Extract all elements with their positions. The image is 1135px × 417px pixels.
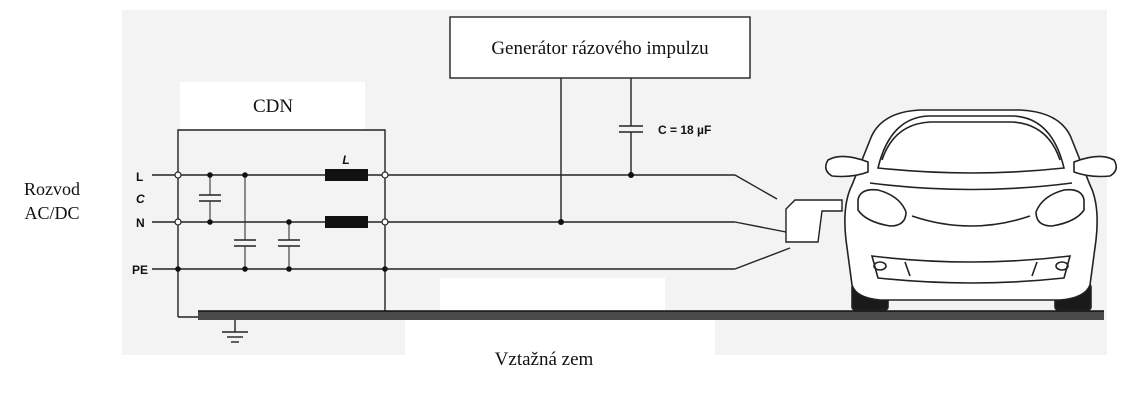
- cdn-label: CDN: [253, 96, 293, 117]
- terminal-l-out: [381, 171, 389, 179]
- supply-label-line2: AC/DC: [24, 203, 79, 223]
- capacitor-value-label: C = 18 µF: [658, 123, 711, 137]
- earth-ground-icon: [222, 320, 248, 343]
- car-front-icon: [824, 109, 1118, 311]
- line-n-label: N: [136, 216, 145, 230]
- cable-pe: [734, 247, 791, 270]
- reference-ground-label: Vztažná zem: [495, 349, 594, 370]
- terminal-l-in: [174, 171, 182, 179]
- line-pe-label: PE: [132, 263, 148, 277]
- blank-area: [440, 278, 665, 316]
- generator-label: Generátor rázového impulzu: [491, 38, 709, 59]
- inductor-label: L: [342, 153, 349, 167]
- reference-ground-plane: [198, 311, 1104, 320]
- cable-n: [734, 221, 787, 233]
- generator-box: [449, 16, 751, 79]
- cdn-label-area: [180, 82, 365, 130]
- cap-c-label: C: [136, 192, 145, 206]
- line-l-label: L: [136, 170, 143, 184]
- inductor-l: [325, 169, 368, 181]
- caption-area: [405, 318, 715, 358]
- supply-label-line1: Rozvod: [24, 179, 80, 199]
- inductor-n: [325, 216, 368, 228]
- cable-l: [734, 174, 778, 200]
- charging-plug: [785, 199, 843, 243]
- terminal-n-out: [381, 218, 389, 226]
- terminal-n-in: [174, 218, 182, 226]
